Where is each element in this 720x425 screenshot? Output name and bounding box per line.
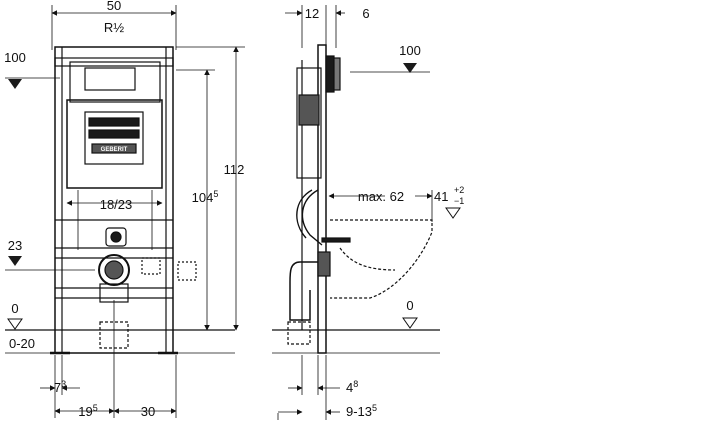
side-bottom-small-label: 48 — [346, 379, 358, 395]
level-top-label: 100 — [4, 50, 26, 65]
connection-label: R½ — [104, 20, 124, 35]
seat-height-label: 41 — [434, 189, 448, 204]
level-23-label: 23 — [8, 238, 22, 253]
side-top-left-label: 12 — [305, 6, 319, 21]
side-view — [272, 5, 440, 420]
drain-connection — [98, 254, 130, 286]
toilet-bowl — [330, 219, 433, 299]
bottom-right-label: 30 — [141, 404, 155, 419]
side-top-right-label: 6 — [362, 6, 369, 21]
flush-outlet — [105, 227, 127, 247]
floor-range-label: 0-20 — [9, 336, 35, 351]
level-23-marker — [8, 256, 22, 266]
level-zero-label: 0 — [11, 301, 18, 316]
side-level-0-marker — [402, 317, 418, 329]
level-100-marker — [8, 79, 22, 89]
side-level-top-label: 100 — [399, 43, 421, 58]
cistern-top — [69, 61, 161, 103]
cistern-body — [66, 99, 163, 189]
height-inner-label: 1045 — [192, 189, 219, 205]
max-projection-label: max. 62 — [358, 189, 404, 204]
seat-tol-plus: +2 — [454, 185, 464, 195]
flush-spacing-label: 18/23 — [100, 197, 133, 212]
side-drain — [289, 261, 318, 321]
front-view — [5, 5, 245, 418]
side-bottom-range-label: 9-135 — [346, 403, 377, 419]
brand-badge — [91, 143, 137, 154]
side-frame — [317, 44, 327, 354]
height-total-label: 112 — [224, 162, 245, 177]
seat-level-marker — [445, 207, 461, 219]
side-level-zero-label: 0 — [406, 298, 413, 313]
cistern-inlet-box — [84, 67, 136, 91]
seat-tol-minus: −1 — [454, 196, 464, 206]
bottom-left-label: 195 — [78, 403, 97, 419]
brand-label: GEBERIT — [101, 147, 128, 153]
width-label: 50 — [107, 0, 121, 13]
side-level-100-marker — [403, 63, 417, 73]
level-0-marker — [7, 318, 23, 330]
top-rail — [54, 57, 174, 67]
side-cistern — [296, 67, 322, 179]
bottom-left-small-label: 73 — [54, 379, 66, 395]
